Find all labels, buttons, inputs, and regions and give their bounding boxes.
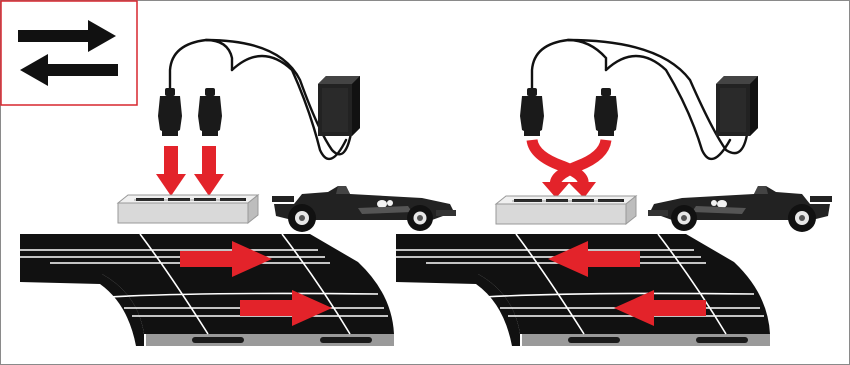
connector-block-left-icon — [117, 194, 259, 224]
connector-block-right-icon — [495, 195, 637, 225]
power-adapter-right-icon — [716, 76, 758, 136]
cable-left — [168, 38, 358, 161]
cable-right — [530, 38, 754, 161]
swap-direction-arrows-icon — [0, 0, 138, 106]
power-adapter-left-icon — [318, 76, 360, 136]
straight-wiring-arrows — [156, 146, 224, 196]
forward-panel — [19, 38, 456, 347]
crossed-wiring-arrows — [526, 138, 612, 198]
reverse-panel — [395, 38, 832, 347]
